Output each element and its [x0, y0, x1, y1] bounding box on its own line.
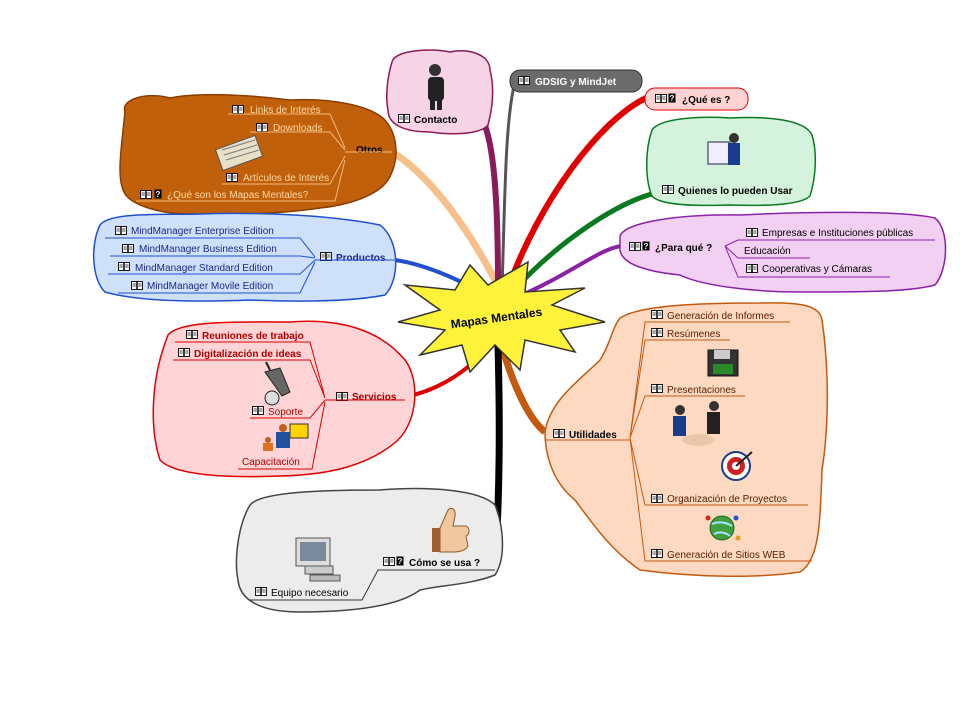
otros-item-1[interactable]: Downloads	[273, 123, 322, 134]
productos-item-1[interactable]: MindManager Business Edition	[139, 244, 277, 255]
servicios-label[interactable]: Servicios	[352, 392, 397, 403]
como-usa-cloud	[235, 487, 504, 613]
gdsig-label[interactable]: GDSIG y MindJet	[535, 77, 617, 88]
productos-cloud	[92, 212, 397, 302]
otros-item-3[interactable]: ¿Qué son los Mapas Mentales?	[167, 190, 309, 201]
para-que-cloud	[619, 211, 947, 293]
topic-otros[interactable]: Links de Interés Downloads Artículos de …	[119, 93, 397, 216]
topic-gdsig[interactable]: GDSIG y MindJet	[509, 69, 643, 93]
topic-servicios[interactable]: Reuniones de trabajo Digitalización de i…	[152, 320, 416, 478]
productos-label[interactable]: Productos	[336, 253, 386, 264]
para-que-item-0[interactable]: Empresas e Instituciones públicas	[762, 228, 913, 239]
utilidades-item-4[interactable]: Generación de Sitios WEB	[667, 550, 786, 561]
topic-como-usa[interactable]: Cómo se usa ? Equipo necesario	[235, 487, 504, 613]
topic-para-que[interactable]: ¿Para qué ? Empresas e Instituciones púb…	[619, 211, 947, 293]
utilidades-item-1[interactable]: Resúmenes	[667, 329, 720, 340]
otros-item-0[interactable]: Links de Interés	[250, 105, 321, 116]
que-es-label[interactable]: ¿Qué es ?	[682, 95, 730, 106]
productos-item-3[interactable]: MindManager Movile Edition	[147, 281, 273, 292]
topic-quienes[interactable]: Quienes lo pueden Usar	[646, 116, 817, 207]
utilidades-item-0[interactable]: Generación de Informes	[667, 311, 774, 322]
globe-people-icon	[705, 515, 741, 541]
target-icon	[721, 451, 753, 481]
computer-icon	[295, 537, 341, 582]
otros-item-2[interactable]: Artículos de Interés	[243, 173, 329, 184]
como-usa-item-0[interactable]: Equipo necesario	[271, 588, 349, 599]
quienes-label[interactable]: Quienes lo pueden Usar	[678, 186, 793, 197]
servicios-item-1[interactable]: Digitalización de ideas	[194, 349, 302, 360]
para-que-label[interactable]: ¿Para qué ?	[655, 243, 712, 254]
newspaper-icon	[214, 134, 264, 172]
person-phone-icon	[428, 64, 444, 110]
como-usa-label[interactable]: Cómo se usa ?	[409, 558, 480, 569]
presenter-icon	[707, 133, 740, 165]
topic-contacto[interactable]: Contacto	[386, 49, 494, 135]
microscope-icon	[264, 361, 291, 406]
utilidades-item-2[interactable]: Presentaciones	[667, 385, 736, 396]
productos-item-0[interactable]: MindManager Enterprise Edition	[131, 226, 274, 237]
otros-label[interactable]: Otros	[356, 145, 383, 156]
topic-utilidades[interactable]: Generación de Informes Resúmenes Present…	[544, 302, 829, 578]
topic-que-es[interactable]: ¿Qué es ?	[644, 87, 749, 111]
topic-productos[interactable]: MindManager Enterprise Edition MindManag…	[92, 212, 397, 302]
productos-item-2[interactable]: MindManager Standard Edition	[135, 263, 273, 274]
gdsig-box	[509, 69, 643, 93]
contacto-label[interactable]: Contacto	[414, 115, 457, 126]
servicios-item-0[interactable]: Reuniones de trabajo	[202, 331, 304, 342]
central-burst	[397, 260, 606, 374]
utilidades-item-3[interactable]: Organización de Proyectos	[667, 494, 787, 505]
servicios-item-2[interactable]: Soporte	[268, 407, 303, 418]
servicios-item-3[interactable]: Capacitación	[242, 457, 300, 468]
utilidades-label[interactable]: Utilidades	[569, 430, 617, 441]
para-que-item-2[interactable]: Cooperativas y Cámaras	[762, 264, 872, 275]
floppy-disk-icon	[707, 349, 739, 377]
handshake-icon	[673, 401, 720, 446]
para-que-item-1[interactable]: Educación	[744, 246, 791, 257]
thumbs-up-icon	[432, 507, 470, 553]
central-topic[interactable]: Mapas Mentales	[397, 260, 606, 374]
training-icon	[263, 423, 309, 451]
